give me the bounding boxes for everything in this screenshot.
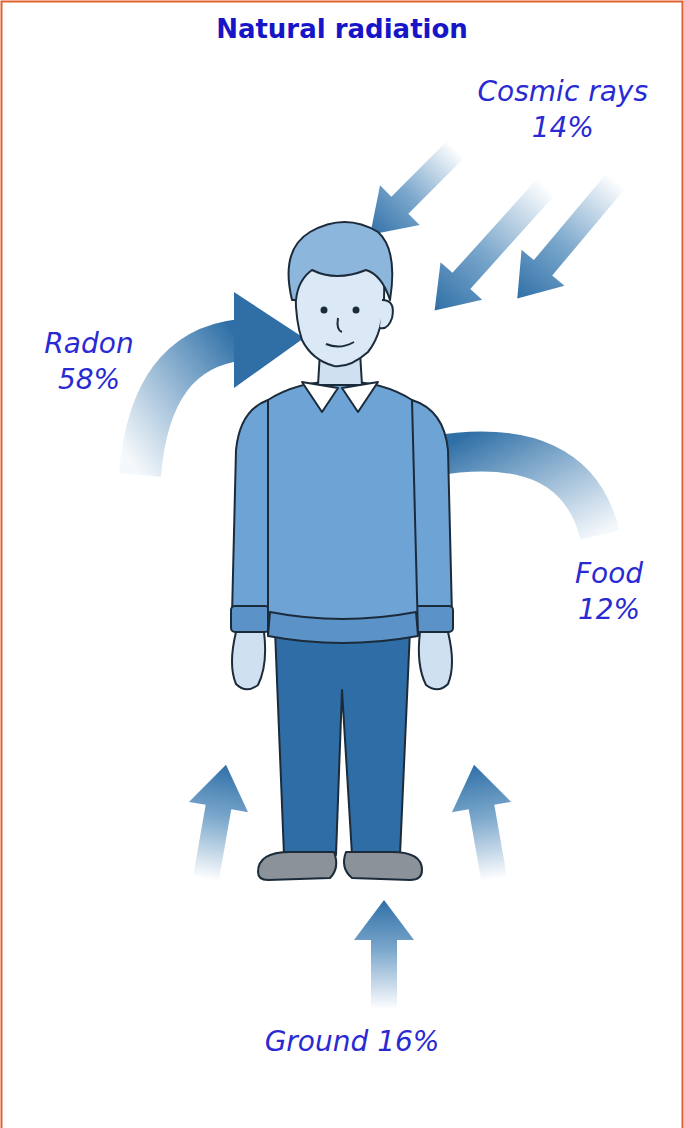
hair (289, 222, 393, 300)
hand (419, 632, 452, 689)
diagram-title: Natural radiation (0, 14, 684, 44)
ground-arrow (354, 900, 414, 1008)
nose (338, 318, 343, 332)
radon-head (234, 292, 304, 388)
source-label: Radon 58% (26, 326, 152, 399)
source-label: Cosmic rays 14% (462, 74, 664, 147)
eye (354, 308, 359, 313)
shoe (258, 852, 336, 880)
eye (322, 308, 327, 313)
sweater (268, 382, 418, 642)
collar (342, 382, 378, 412)
source-label: Food 12% (553, 556, 665, 629)
cuff (415, 606, 453, 632)
shoe (344, 852, 422, 880)
left-arm (232, 400, 272, 618)
right-arm (412, 400, 452, 618)
cosmic-arrow (496, 164, 637, 316)
cosmic-arrows (350, 130, 636, 329)
mouth (326, 342, 354, 347)
ground-arrow (176, 760, 255, 884)
collar (302, 382, 338, 412)
food-band (432, 451, 600, 535)
source-label: Ground 16% (192, 1024, 512, 1060)
hand (232, 632, 265, 689)
jeans (275, 630, 410, 855)
ground-arrow (444, 760, 523, 884)
radon-band (140, 340, 240, 475)
sweater-hem (268, 612, 418, 643)
ground-arrows (176, 760, 523, 1008)
cuff (231, 606, 269, 632)
ear (380, 300, 393, 328)
person-figure (231, 222, 453, 880)
